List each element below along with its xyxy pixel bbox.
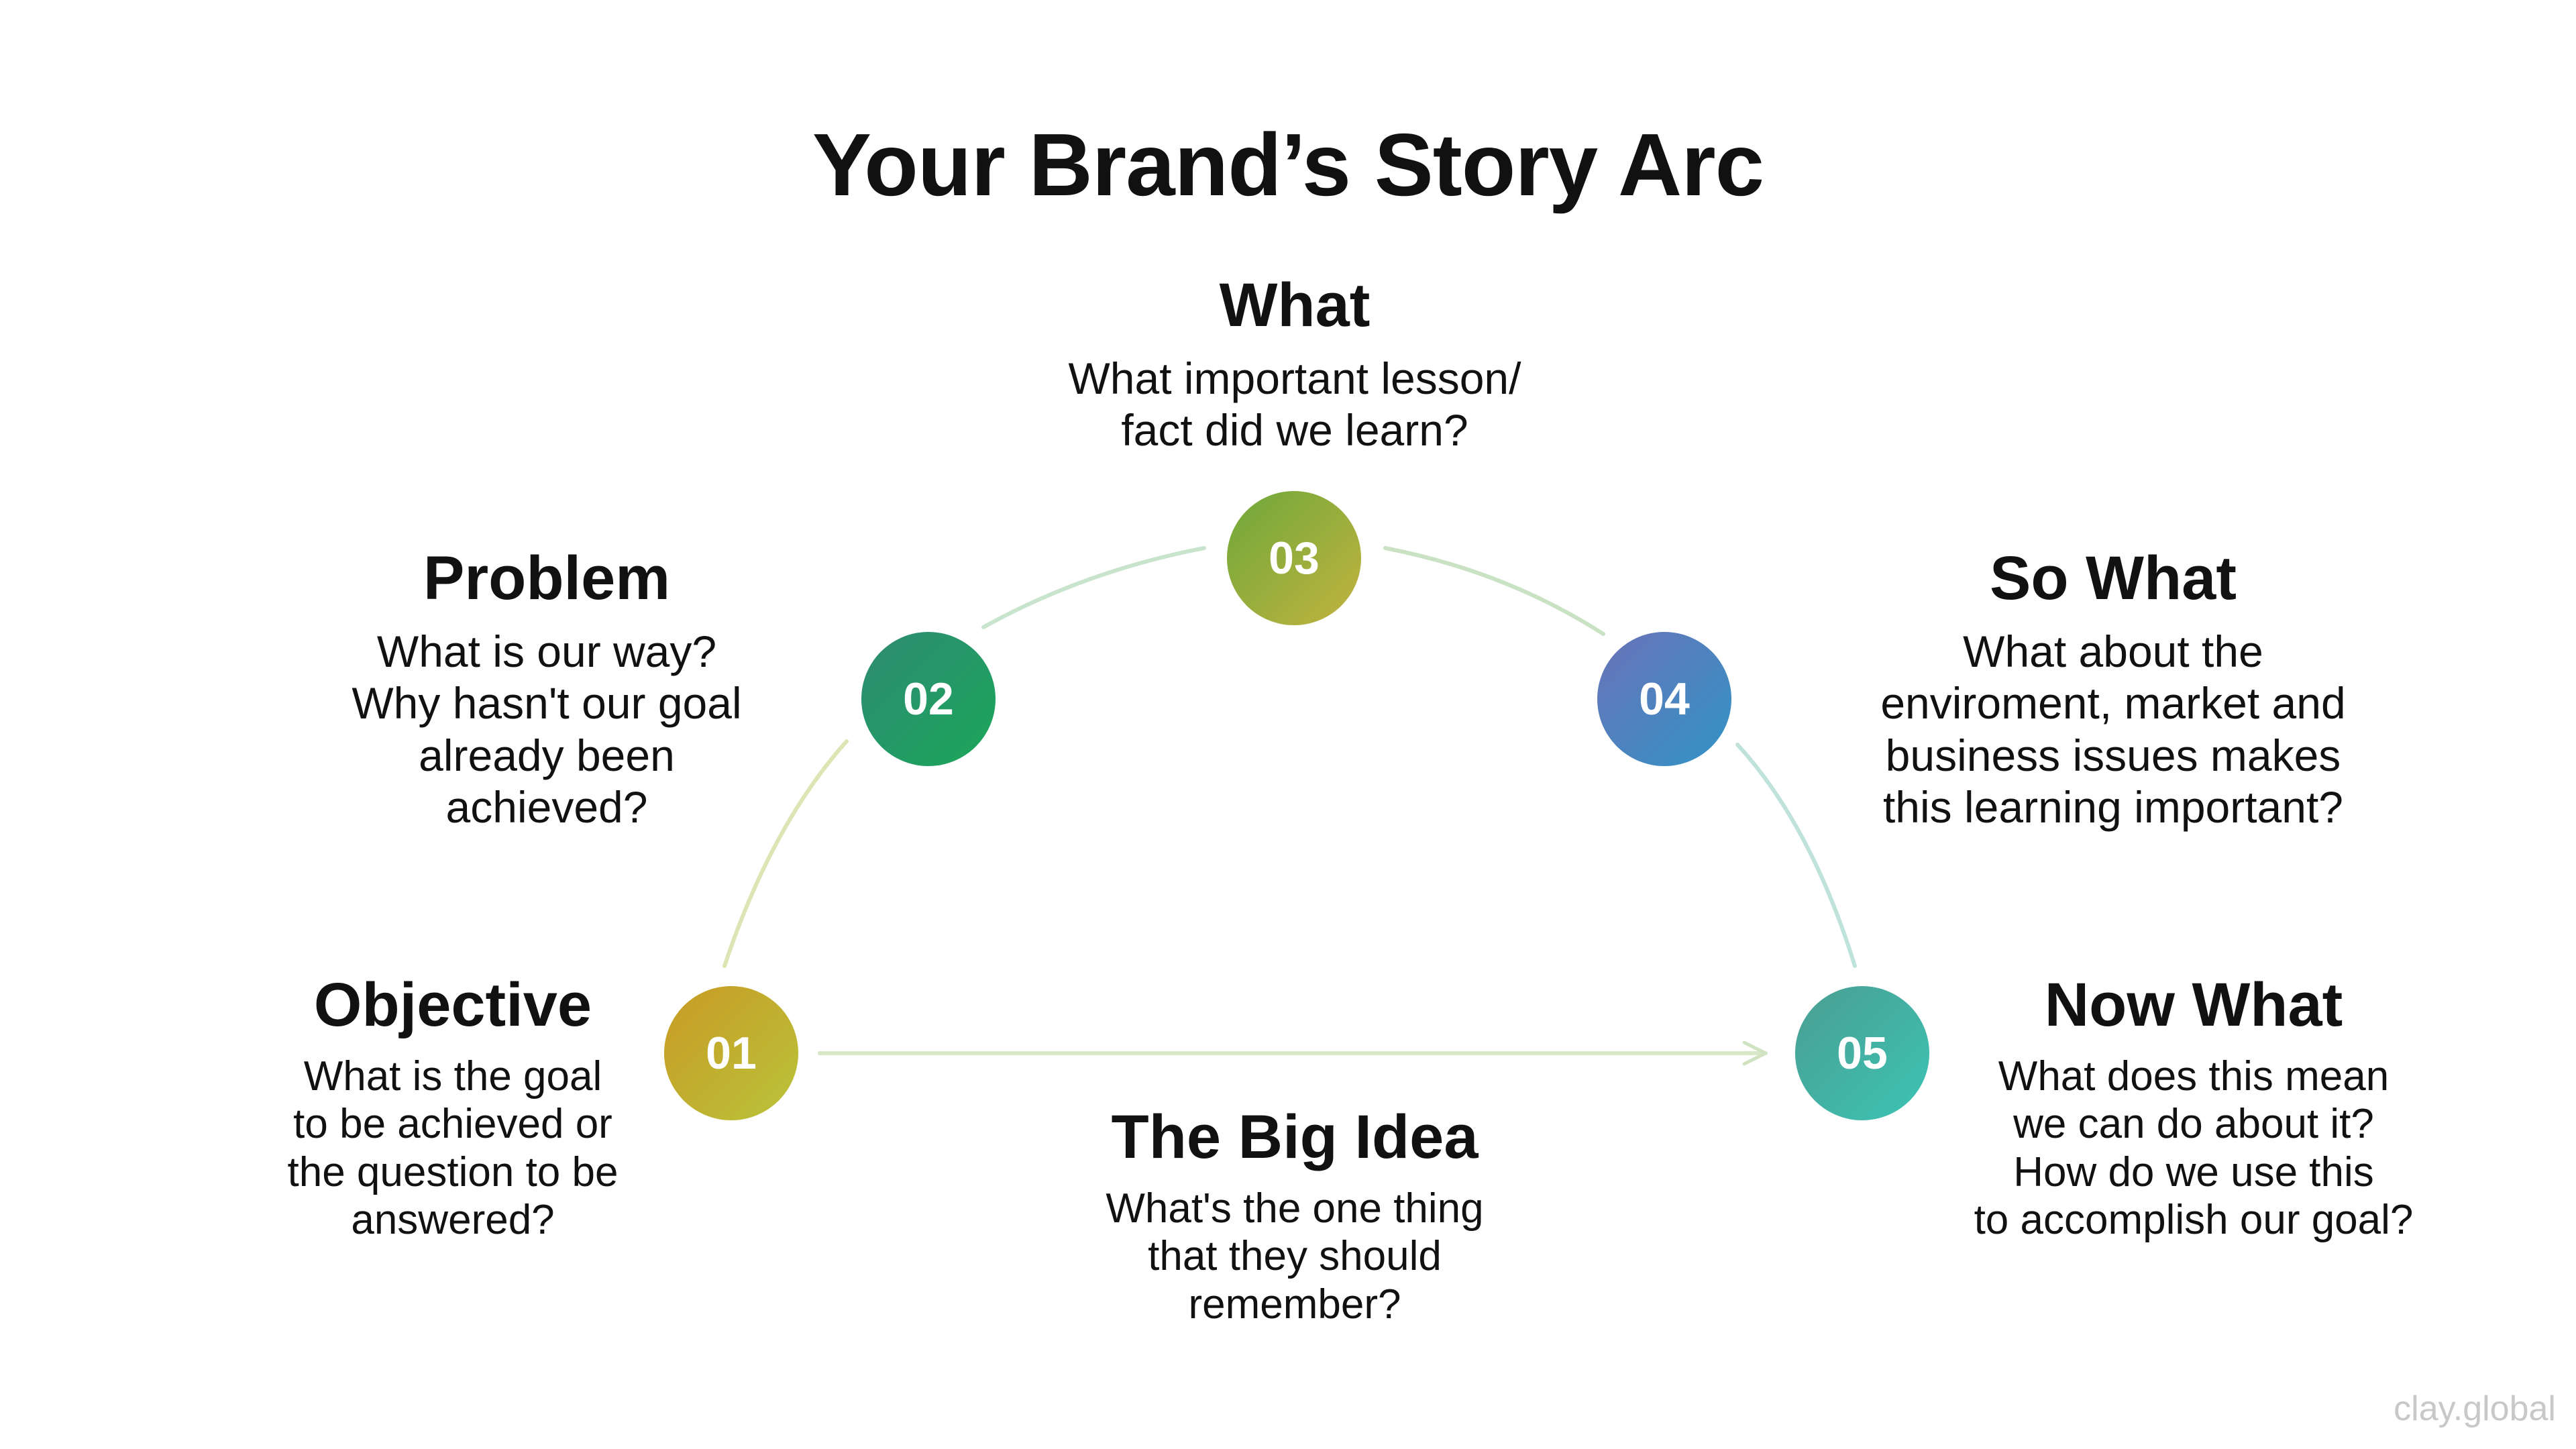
step-03-badge: 03: [1227, 491, 1361, 625]
connector-03-04: [1383, 546, 1605, 636]
diagram-title: Your Brand’s Story Arc: [812, 115, 1764, 214]
step-description: What is our way? Why hasn't our goal alr…: [352, 627, 742, 832]
step-number: 02: [903, 674, 954, 724]
step-now-what: Now What What does this mean we can do a…: [1932, 971, 2455, 1244]
step-heading: Problem: [423, 544, 671, 612]
step-number: 04: [1639, 674, 1690, 724]
source-credit: clay.global: [2394, 1389, 2556, 1428]
step-description: What is the goal to be achieved or the q…: [287, 1053, 619, 1244]
connector-02-03: [981, 546, 1206, 629]
connector-01-02: [722, 739, 849, 968]
step-description: What important lesson/ fact did we learn…: [1068, 354, 1521, 455]
step-so-what: So What What about the enviroment, marke…: [1811, 544, 2415, 833]
step-04-badge: 04: [1597, 632, 1731, 766]
big-idea-description: What's the one thing that they should re…: [1106, 1185, 1484, 1328]
step-01-badge: 01: [664, 986, 798, 1120]
step-05-badge: 05: [1795, 986, 1929, 1120]
step-objective: Objective What is the goal to be achieve…: [241, 971, 664, 1244]
step-number: 01: [706, 1028, 757, 1079]
step-description: What does this mean we can do about it? …: [1974, 1053, 2414, 1244]
step-02-badge: 02: [861, 632, 996, 766]
big-idea-heading: The Big Idea: [1111, 1103, 1479, 1171]
step-number: 05: [1837, 1028, 1888, 1079]
step-problem: Problem What is our way? Why hasn't our …: [315, 544, 778, 833]
step-heading: So What: [1990, 544, 2237, 612]
connector-04-05: [1735, 743, 1857, 968]
step-number: 03: [1269, 533, 1320, 584]
step-heading: What: [1219, 271, 1371, 339]
step-description: What about the enviroment, market and bu…: [1880, 627, 2346, 832]
step-heading: Objective: [313, 971, 592, 1039]
step-heading: Now What: [2044, 971, 2343, 1039]
big-idea: The Big Idea What's the one thing that t…: [1033, 1103, 1556, 1328]
step-what: What What important lesson/ fact did we …: [1000, 271, 1590, 457]
